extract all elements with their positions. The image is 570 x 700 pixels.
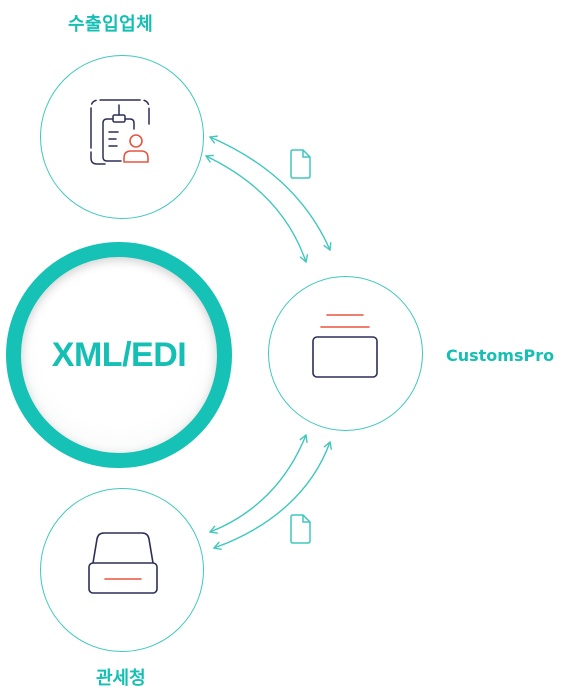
customs-office-label: 관세청: [96, 668, 146, 689]
inbox-tray-icon: [88, 532, 158, 594]
exporter-label: 수출입업체: [68, 14, 154, 35]
exporter-node: [40, 55, 204, 219]
xml-edi-hub: XML/EDI: [6, 242, 232, 468]
arrow-exporter-customspro-outer: [208, 135, 332, 252]
customspro-node: [268, 276, 423, 431]
customspro-label: CustomsPro: [446, 346, 555, 365]
person-document-icon: [90, 99, 150, 165]
document-icon: [290, 149, 311, 179]
customs-office-node: [40, 488, 204, 652]
window-icon: [312, 314, 378, 378]
arrow-customspro-office-outer: [212, 440, 333, 551]
hub-label: XML/EDI: [51, 335, 187, 374]
document-icon: [290, 514, 311, 544]
arrow-exporter-customspro-inner: [204, 154, 309, 264]
arrow-customspro-office-inner: [208, 433, 308, 534]
